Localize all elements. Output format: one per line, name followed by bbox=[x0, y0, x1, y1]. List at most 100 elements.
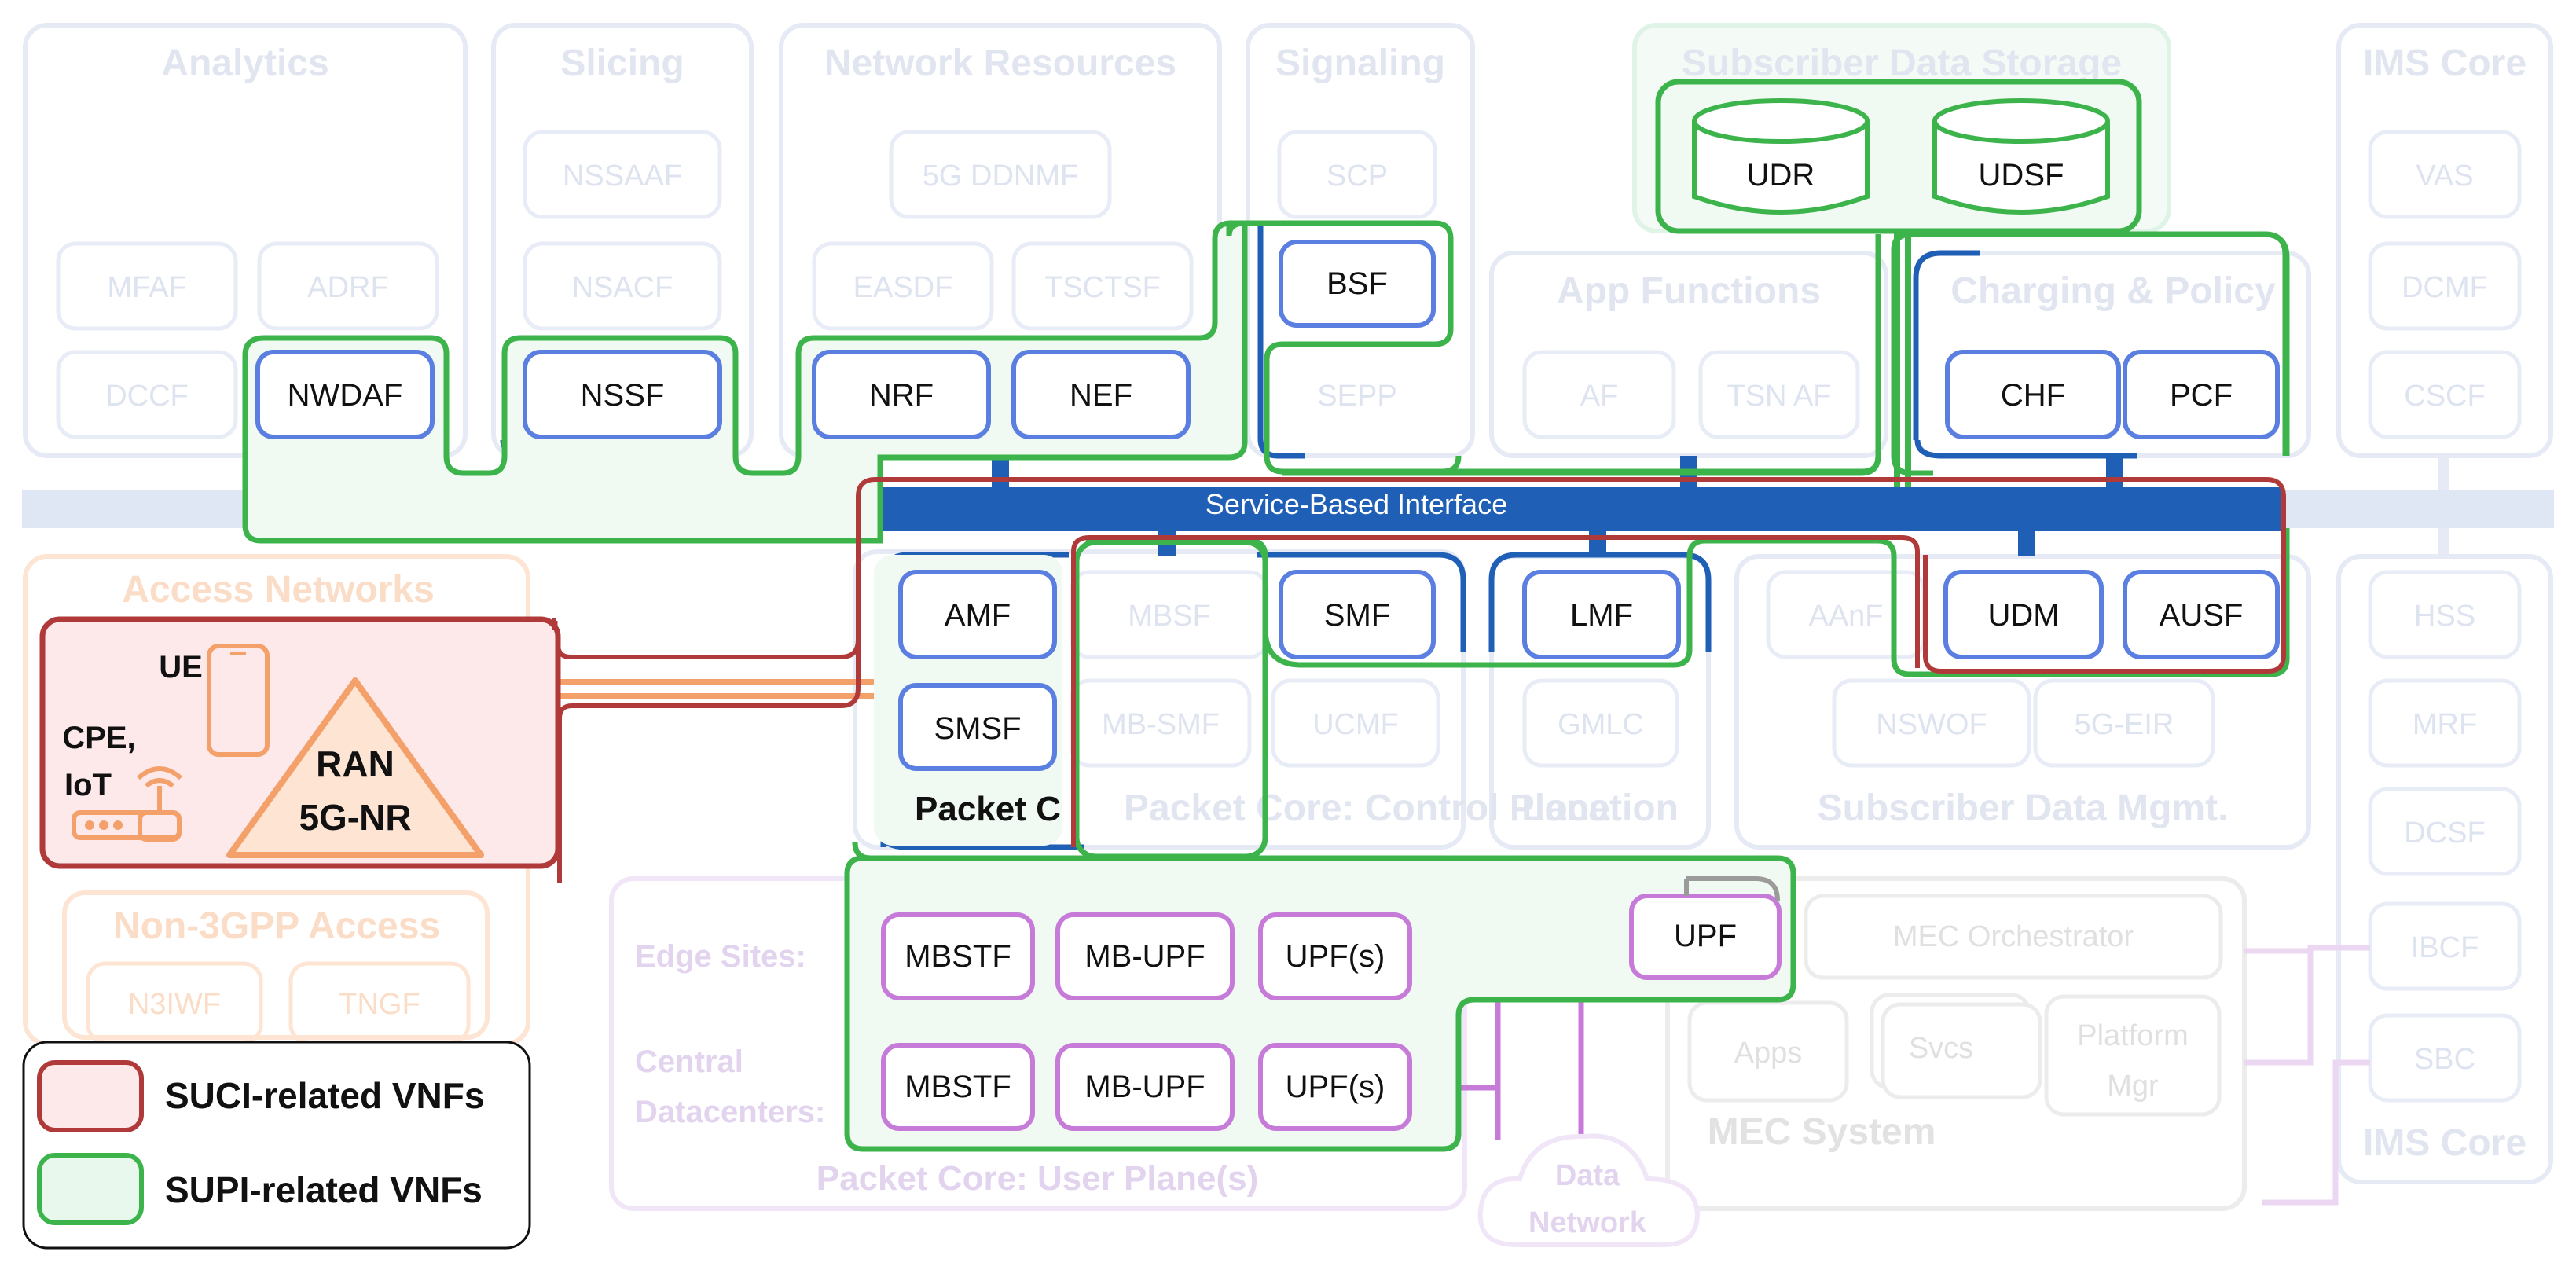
legend-supi-swatch bbox=[37, 1153, 144, 1225]
ddnmf-label: 5G DDNMF bbox=[923, 160, 1078, 193]
network-resources-title: Network Resources bbox=[824, 42, 1176, 84]
router-icon bbox=[72, 766, 182, 842]
slicing-title: Slicing bbox=[560, 42, 684, 84]
nrf-label: NRF bbox=[869, 378, 934, 413]
platform-mgr-label-1: Platform bbox=[2077, 1019, 2188, 1052]
packet-core-control-title: Packet Core: Control Plane bbox=[1124, 787, 1610, 829]
lmf-node[interactable]: LMF bbox=[1522, 570, 1681, 659]
smsf-label: SMSF bbox=[934, 711, 1021, 746]
dcmf-label: DCMF bbox=[2402, 271, 2488, 304]
sbc-label: SBC bbox=[2414, 1043, 2475, 1076]
eir-label: 5G-EIR bbox=[2075, 708, 2174, 741]
nrf-node[interactable]: NRF bbox=[812, 350, 991, 439]
upfs-edge-label: UPF(s) bbox=[1286, 939, 1385, 974]
mbupf-central-node[interactable]: MB-UPF bbox=[1055, 1043, 1235, 1131]
ims-core-title: IMS Core bbox=[2363, 42, 2526, 84]
signaling-title: Signaling bbox=[1275, 42, 1445, 84]
smf-node[interactable]: SMF bbox=[1279, 570, 1436, 659]
tsn-af-label: TSN AF bbox=[1727, 380, 1831, 413]
mfaf-label: MFAF bbox=[107, 271, 186, 304]
upfs-edge-node[interactable]: UPF(s) bbox=[1258, 912, 1412, 1000]
subscriber-data-storage-title: Subscriber Data Storage bbox=[1682, 42, 2122, 84]
legend: SUCI-related VNFs SUPI-related VNFs bbox=[22, 1041, 531, 1250]
suci-access-link bbox=[556, 555, 861, 659]
app-functions-supi-outline bbox=[1282, 234, 1881, 476]
active-nfs: NWDAF NSSF NRF NEF BSF CHF PCF AMF bbox=[255, 240, 2280, 771]
mbstf-central-node[interactable]: MBSTF bbox=[881, 1043, 1035, 1131]
mbstf-edge-label: MBSTF bbox=[905, 939, 1011, 974]
location-title: Location bbox=[1521, 787, 1679, 829]
nef-label: NEF bbox=[1070, 378, 1132, 413]
faint-nfs: MFAF ADRF DCCF NSSAAF NSACF 5G DDNMF EAS… bbox=[56, 130, 2522, 1117]
scp-label: SCP bbox=[1327, 160, 1388, 193]
svcs-label: Svcs bbox=[1909, 1032, 1973, 1065]
sepp-label: SEPP bbox=[1317, 380, 1396, 413]
ran-label: RAN bbox=[316, 743, 394, 784]
non3gpp-access-title: Non-3GPP Access bbox=[113, 905, 440, 947]
upfs-central-node[interactable]: UPF(s) bbox=[1258, 1043, 1412, 1131]
ims-core-bottom-title: IMS Core bbox=[2363, 1122, 2526, 1164]
upf-node[interactable]: UPF bbox=[1629, 894, 1782, 980]
mb-smf-label: MB-SMF bbox=[1102, 708, 1220, 741]
nswof-label: NSWOF bbox=[1876, 708, 1987, 741]
storage-cylinders: UDR UDSF bbox=[1692, 98, 2110, 215]
mec-orchestrator-label: MEC Orchestrator bbox=[1893, 920, 2134, 953]
pcf-label: PCF bbox=[2170, 378, 2233, 413]
charging-supi-outline bbox=[1891, 231, 2288, 456]
storage-connectors bbox=[1894, 231, 1911, 487]
mbupf-edge-label: MB-UPF bbox=[1084, 939, 1205, 974]
data-network-label-1: Data bbox=[1555, 1159, 1620, 1192]
subscriber-data-mgmt-title: Subscriber Data Mgmt. bbox=[1818, 787, 2229, 829]
dccf-label: DCCF bbox=[105, 380, 189, 413]
legend-box bbox=[22, 1041, 531, 1250]
amf-node[interactable]: AMF bbox=[898, 570, 1057, 659]
cscf-label: CSCF bbox=[2404, 380, 2485, 413]
ucmf-label: UCMF bbox=[1312, 708, 1399, 741]
nef-node[interactable]: NEF bbox=[1011, 350, 1191, 439]
mbupf-edge-node[interactable]: MB-UPF bbox=[1055, 912, 1235, 1000]
nwdaf-node[interactable]: NWDAF bbox=[255, 350, 435, 439]
iot-label: IoT bbox=[64, 768, 112, 802]
udr-cylinder: UDR bbox=[1692, 98, 1870, 215]
smsf-node[interactable]: SMSF bbox=[898, 683, 1057, 771]
gmlc-label: GMLC bbox=[1558, 708, 1644, 741]
smf-region bbox=[1073, 539, 1268, 860]
chf-node[interactable]: CHF bbox=[1945, 350, 2121, 439]
platform-mgr-label-2: Mgr bbox=[2107, 1070, 2159, 1103]
nssf-node[interactable]: NSSF bbox=[523, 350, 722, 439]
chf-label: CHF bbox=[2001, 378, 2065, 413]
packet-core-prefix: Packet C bbox=[915, 790, 1061, 828]
ausf-node[interactable]: AUSF bbox=[2123, 570, 2280, 659]
bsf-label: BSF bbox=[1327, 266, 1388, 301]
smf-label: SMF bbox=[1324, 598, 1390, 633]
nwdaf-label: NWDAF bbox=[288, 378, 403, 413]
ran-triangle-icon bbox=[226, 677, 484, 858]
ran-5g-nr-label: 5G-NR bbox=[299, 797, 411, 838]
upf-label: UPF bbox=[1674, 919, 1737, 953]
apps-label: Apps bbox=[1734, 1037, 1803, 1070]
bsf-node[interactable]: BSF bbox=[1279, 240, 1436, 328]
mbstf-edge-node[interactable]: MBSTF bbox=[881, 912, 1035, 1000]
tngf-label: TNGF bbox=[339, 988, 420, 1021]
upfs-central-label: UPF(s) bbox=[1286, 1070, 1385, 1104]
data-network-cloud: Data Network bbox=[1477, 1133, 1701, 1248]
cpe-label: CPE, bbox=[62, 721, 135, 755]
mbstf-central-label: MBSTF bbox=[905, 1070, 1011, 1104]
udm-node[interactable]: UDM bbox=[1943, 570, 2104, 659]
tsctsf-label: TSCTSF bbox=[1044, 271, 1161, 304]
signaling-domain bbox=[1246, 23, 1475, 458]
nsacf-label: NSACF bbox=[572, 271, 673, 304]
access-networks-title: Access Networks bbox=[122, 569, 435, 611]
edge-sites-label: Edge Sites: bbox=[635, 939, 806, 974]
vas-label: VAS bbox=[2416, 160, 2473, 193]
access-icons: UE CPE, IoT RAN 5G-NR bbox=[62, 644, 484, 858]
legend-suci-swatch bbox=[37, 1060, 144, 1132]
udr-label: UDR bbox=[1747, 158, 1815, 193]
pcf-node[interactable]: PCF bbox=[2123, 350, 2280, 439]
legend-suci-label: SUCI-related VNFs bbox=[165, 1075, 484, 1116]
nssaaf-label: NSSAAF bbox=[563, 160, 682, 193]
analytics-title: Analytics bbox=[161, 42, 328, 84]
ausf-label: AUSF bbox=[2160, 598, 2244, 633]
adrf-label: ADRF bbox=[307, 271, 388, 304]
